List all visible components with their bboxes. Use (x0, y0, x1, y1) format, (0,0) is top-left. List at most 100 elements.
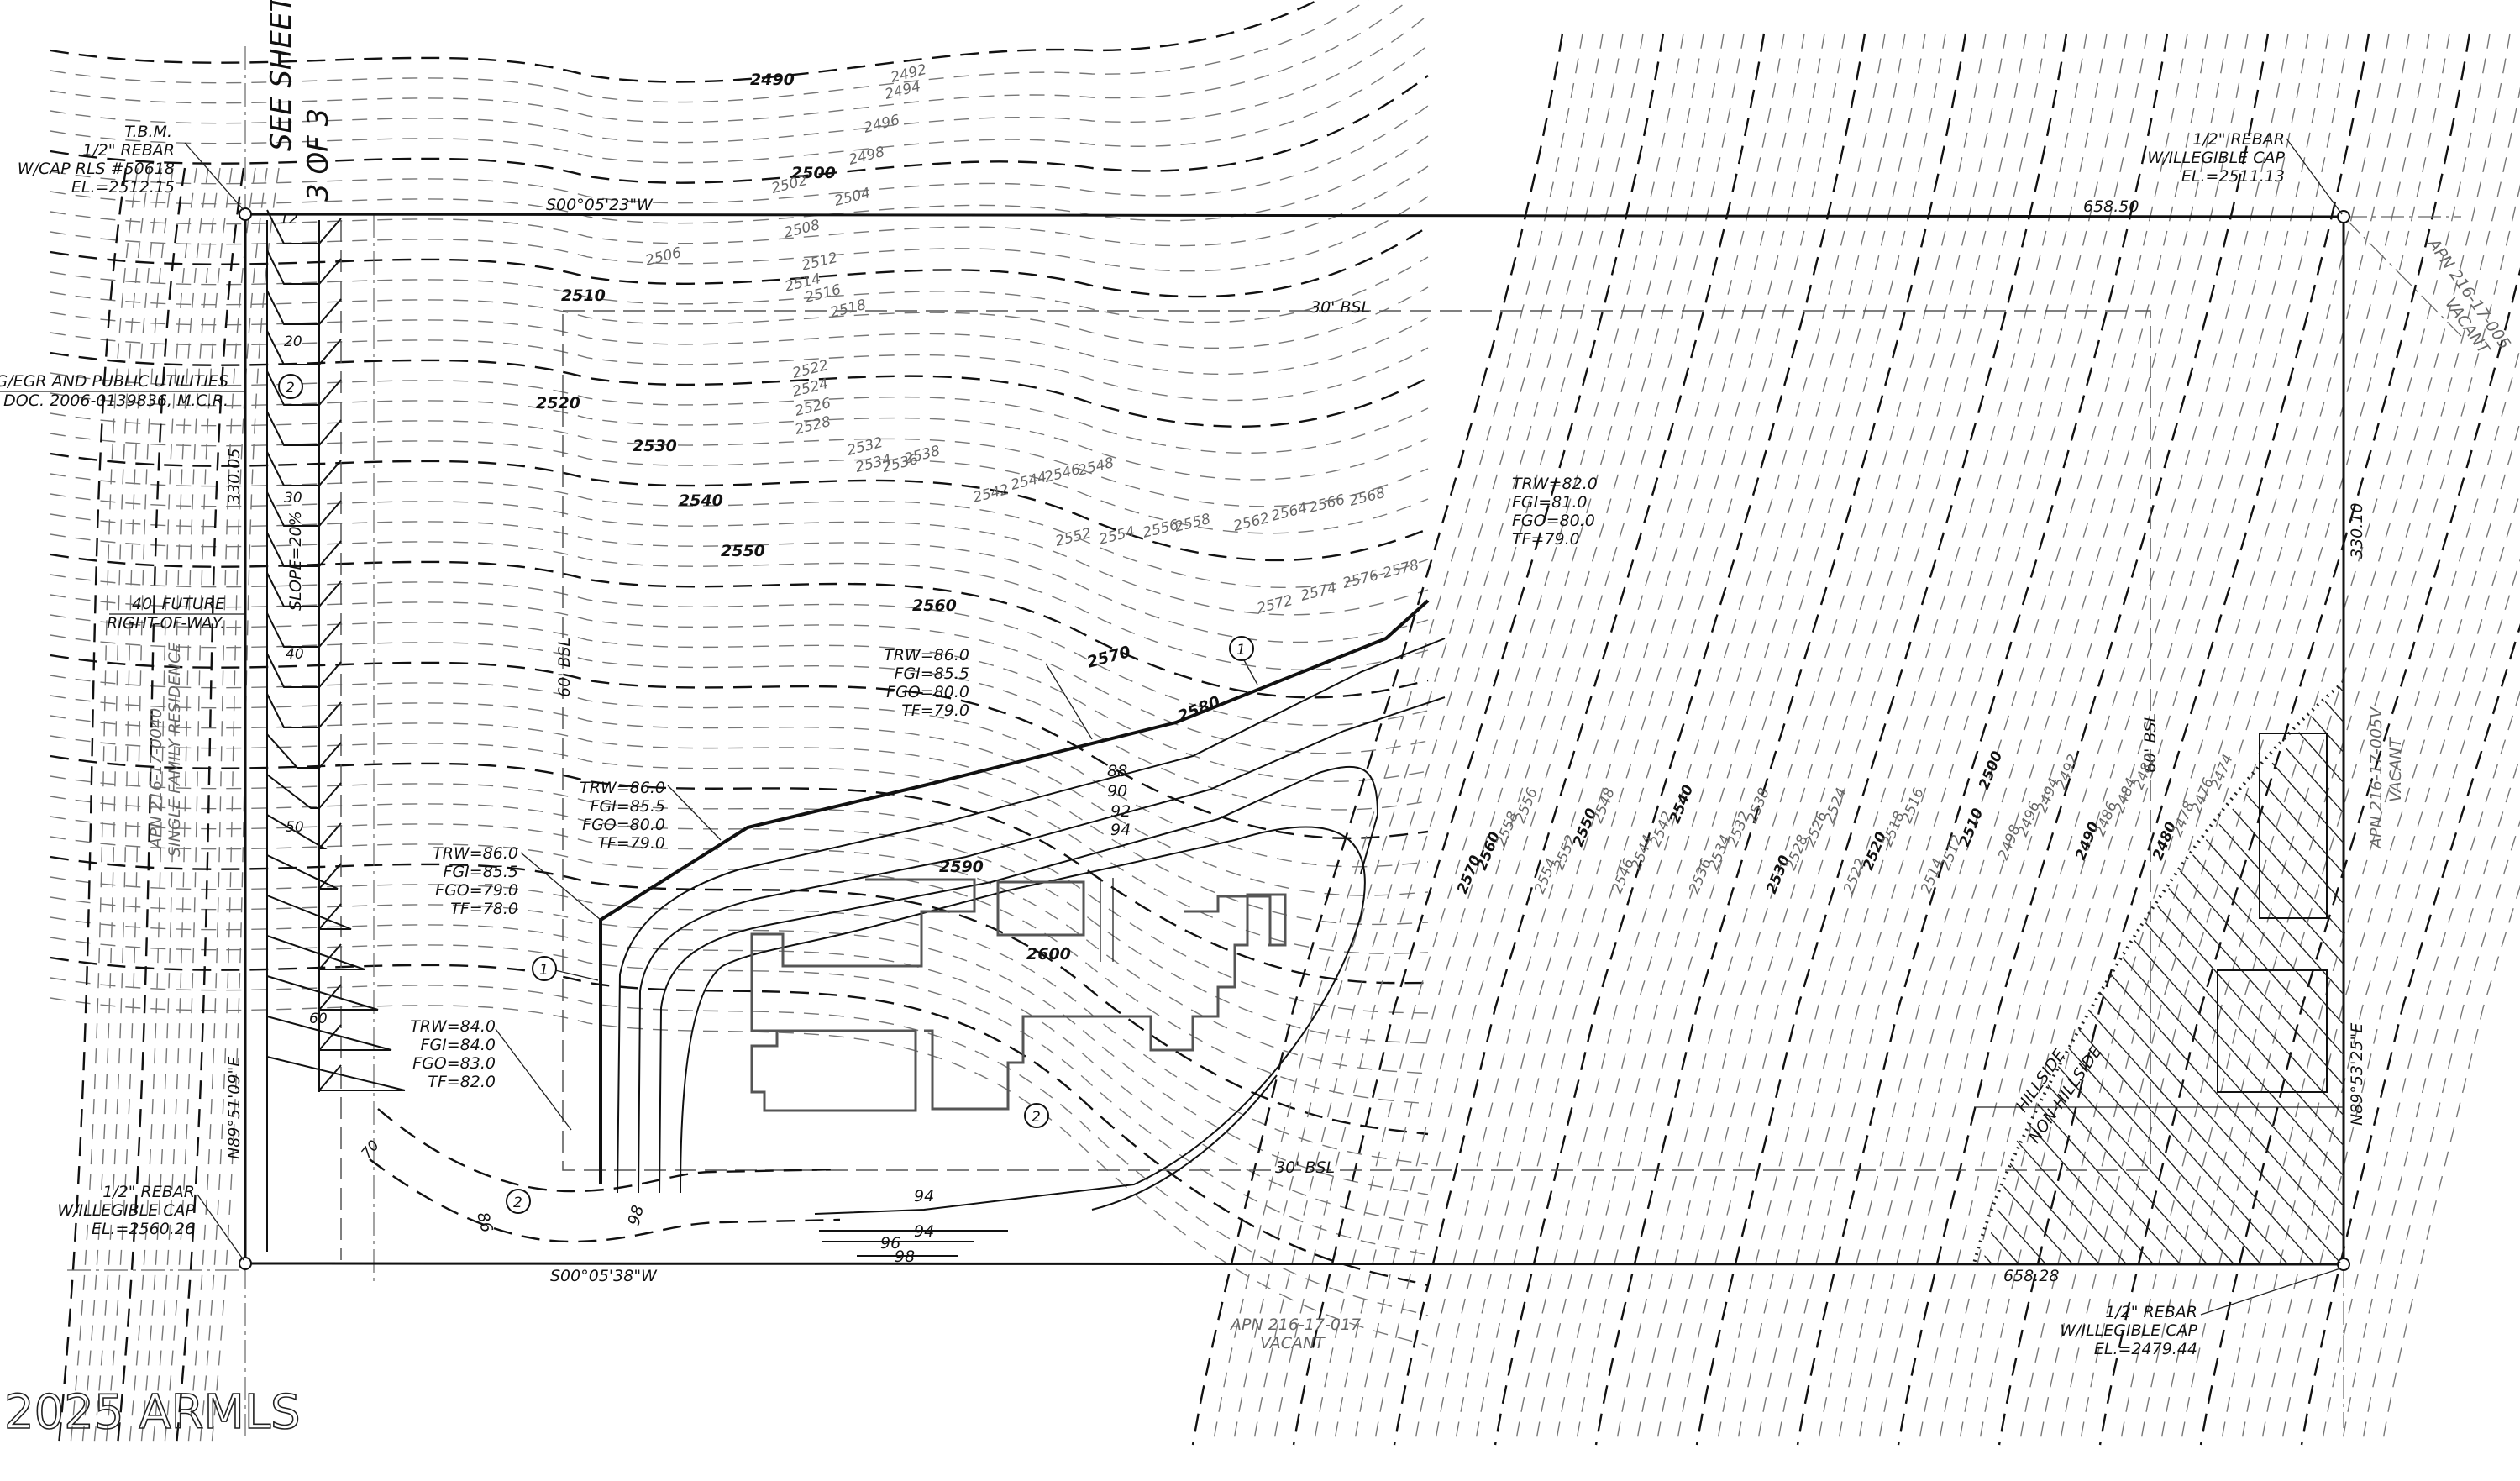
existing-contour (164, 167, 233, 1446)
east-use-label: VACANT (2386, 737, 2405, 802)
ne-monument-label-3: EL.=2511.13 (2181, 167, 2285, 186)
slope-step (266, 532, 342, 567)
existing-contour (105, 167, 174, 1446)
proposed-label-98: 98 (895, 1247, 915, 1266)
keynote-1-north-label: 1 (1236, 642, 1246, 659)
callout-1-fgo: FGO=80.0 (1512, 512, 1595, 530)
minor-contour-label: 2502 (769, 172, 809, 197)
hatch-line (1982, 680, 2279, 1263)
existing-contour (50, 855, 1429, 1136)
east-contour-label: 2510 (1956, 806, 1987, 849)
keynote-2-easement (278, 374, 303, 399)
callout-2-trw: TRW=86.0 (884, 646, 969, 664)
existing-contour (50, 876, 1429, 1165)
hillside-boundary-line (1972, 680, 2345, 1264)
station-60: 60 (309, 1011, 328, 1027)
hatch-line (1982, 680, 2333, 1263)
hatch-line (2277, 680, 2344, 1263)
existing-contour (70, 167, 139, 1446)
contour-label-2560: 2560 (912, 596, 957, 615)
existing-contour (1191, 33, 1564, 1446)
existing-contour (50, 614, 1429, 782)
tbm-leader (184, 142, 244, 211)
hatch-line (1982, 680, 2344, 1263)
existing-contour (50, 105, 1429, 204)
hatch-line (2466, 588, 2520, 1344)
sw-monument-label-3: EL.=2560.26 (92, 1220, 195, 1238)
existing-contour (2321, 690, 2520, 1446)
existing-contour (50, 493, 1429, 616)
hatch-line (2331, 680, 2344, 1263)
existing-contour (50, 392, 1429, 481)
house-footprint (750, 878, 1287, 1112)
south-use-label: VACANT (1260, 1334, 1326, 1352)
existing-contour (1434, 33, 1805, 1446)
slope-step (266, 370, 342, 406)
existing-contour (50, 634, 1429, 811)
existing-contour (50, 574, 1429, 727)
callout-1-fgi: FGI=81.0 (1512, 493, 1587, 512)
contour-label-2520: 2520 (536, 394, 580, 412)
existing-contour (1555, 33, 1926, 1446)
existing-contour (1897, 33, 2270, 1446)
tbm-label-2: 1/2" REBAR (82, 141, 175, 160)
neighbor-labels: APN 216-17-0040 SINGLE FAMILY RESIDENCE … (147, 234, 2514, 1352)
minor-contour-label: 2578 (1381, 557, 1420, 582)
existing-contour (1594, 33, 1967, 1446)
hatch-line (1982, 680, 2344, 1263)
minor-contour-label: 2504 (832, 185, 872, 210)
south-length-label: 658.28 (2003, 1267, 2059, 1285)
proposed-label-98-west: 98 (625, 1203, 648, 1227)
wall-callout-leader-2 (667, 785, 722, 841)
existing-contour (50, 754, 1429, 985)
se-monument-label-3: EL.=2479.44 (2094, 1340, 2197, 1358)
proposed-contour-94b (1091, 1074, 1278, 1211)
keynotes: 1 1 2 2 2 (278, 374, 1254, 1214)
hatch-line (1982, 680, 2225, 1263)
existing-contour (2199, 267, 2520, 1446)
east-contour-label: 2516 (1898, 785, 1928, 826)
minor-contour-label: 2494 (883, 78, 922, 103)
easement-strip (266, 209, 406, 1260)
east-contour-label: 2492 (2053, 752, 2082, 792)
see-sheet-note: SEE SHEET 3 OF 3 (265, 0, 335, 202)
hatch-line (1982, 680, 2037, 1263)
existing-contour (50, 351, 1429, 428)
structure-box-2 (2217, 969, 2328, 1093)
hatch-line (1982, 680, 2198, 1263)
wall-callout-4: TRW=86.0 FGI=85.5 FGO=79.0 TF=78.0 (433, 844, 518, 918)
proposed-contour-92 (659, 765, 1379, 1194)
easement-label-1: ING/EGR AND PUBLIC UTILITIES (0, 372, 228, 391)
proposed-label-86: 86 (473, 1211, 496, 1235)
existing-contour (50, 332, 1429, 402)
existing-contour (50, 896, 1429, 1195)
existing-contour (2240, 420, 2520, 1446)
existing-contour (2300, 622, 2520, 1446)
hatch-line (1982, 680, 2091, 1263)
minor-contour-label: 2572 (1255, 592, 1294, 617)
existing-contour (1313, 33, 1684, 1446)
callout-4-fgi: FGI=85.5 (444, 863, 518, 881)
existing-contour (50, 135, 1429, 224)
existing-contour (1918, 33, 2289, 1446)
property-boundary (239, 207, 2350, 1271)
existing-contour (1777, 33, 2148, 1446)
minor-contour-label: 2496 (862, 112, 901, 137)
existing-contour (1353, 33, 1725, 1446)
proposed-label-90: 90 (1107, 782, 1127, 801)
north-length-label: 658.50 (2083, 197, 2139, 216)
se-monument-label-2: W/ILLEGIBLE CAP (2060, 1321, 2197, 1340)
hatch-line (1982, 680, 2344, 1263)
existing-contour (1515, 33, 1886, 1446)
existing-contour (50, 977, 1429, 1316)
monument-se (2337, 1258, 2350, 1271)
setback-labels: 30' BSL 30' BSL 60' BSL 60' BSL (555, 298, 2160, 1177)
existing-contour (50, 372, 1429, 454)
contour-label-2530: 2530 (633, 437, 677, 455)
existing-contour (2079, 33, 2450, 1446)
existing-contour (50, 412, 1429, 507)
callout-3-fgi: FGI=85.5 (591, 797, 665, 816)
existing-contour (1635, 33, 2007, 1446)
keynote-2-swale-label: 2 (513, 1195, 522, 1211)
hatch-line (1982, 680, 1983, 1263)
